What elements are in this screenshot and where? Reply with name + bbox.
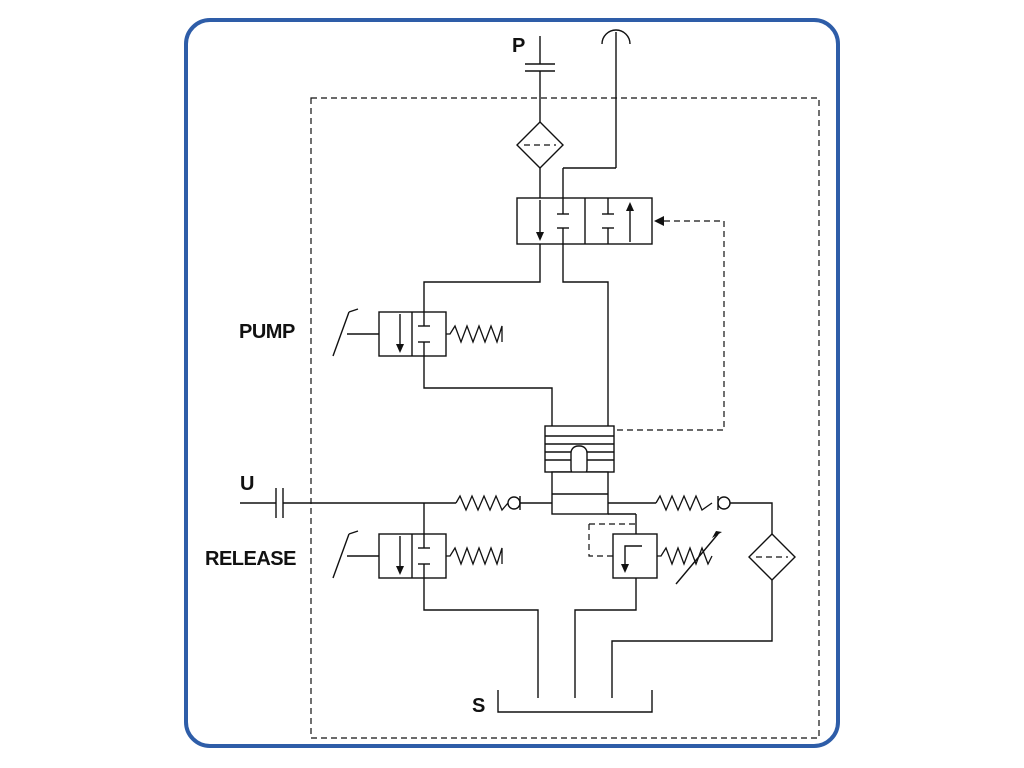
filter-icon	[516, 121, 564, 198]
line-release-to-tank	[423, 578, 539, 698]
pump-valve	[332, 308, 503, 357]
line-valve-to-pump	[423, 244, 541, 312]
cylinder-block	[544, 425, 615, 515]
u-port-coupling	[240, 488, 456, 518]
diagram-frame	[184, 18, 840, 748]
pilot-line	[614, 220, 725, 431]
label-p: P	[512, 35, 525, 57]
line-valve-to-cylinder	[562, 244, 609, 426]
assembly-boundary	[310, 97, 820, 739]
p-port-coupling	[525, 36, 555, 122]
label-pump: PUMP	[239, 321, 295, 343]
label-u: U	[240, 473, 254, 495]
tank-symbol	[497, 690, 653, 713]
check-valve-left	[455, 494, 552, 512]
vent-outlet	[562, 29, 631, 198]
label-release: RELEASE	[205, 548, 296, 570]
directional-valve	[516, 197, 664, 245]
check-valve-right	[608, 494, 773, 534]
return-filter-icon	[611, 533, 796, 698]
line-pump-to-cylinder	[423, 356, 553, 426]
relief-valve	[574, 514, 722, 698]
release-valve	[332, 530, 503, 579]
label-s: S	[472, 695, 485, 717]
